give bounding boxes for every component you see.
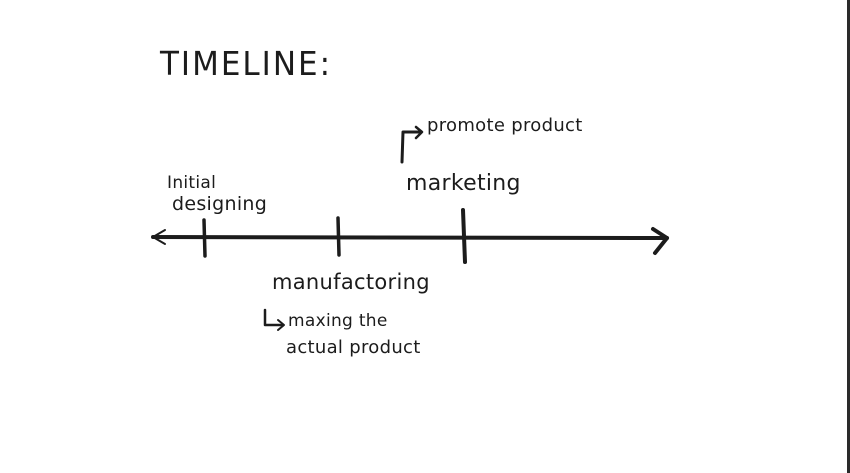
initial-designing-label-line-1: Initial bbox=[167, 173, 217, 193]
tick-initial-designing bbox=[202, 218, 207, 258]
promote-arrowhead-icon bbox=[414, 125, 424, 140]
right-arrowhead-icon bbox=[651, 227, 669, 255]
manufactoring-note-line-1: maxing the bbox=[288, 311, 388, 331]
tick-manufactoring bbox=[336, 216, 341, 257]
initial-designing-label-line-2: designing bbox=[172, 193, 268, 215]
timeline-axis bbox=[151, 235, 669, 240]
promote-bent-arrow-icon bbox=[400, 130, 423, 164]
canvas-edge bbox=[847, 0, 850, 473]
tick-marketing bbox=[461, 208, 467, 264]
left-arrowhead-icon bbox=[152, 229, 166, 245]
timeline-title: TIMELINE: bbox=[160, 45, 333, 84]
marketing-note: promote product bbox=[427, 115, 583, 136]
manufactoring-label: manufactoring bbox=[272, 270, 430, 294]
making-arrowhead-icon bbox=[277, 319, 285, 331]
marketing-label: marketing bbox=[406, 171, 521, 196]
manufactoring-note-line-2: actual product bbox=[286, 337, 421, 358]
making-hook-arrow-icon bbox=[263, 308, 285, 327]
